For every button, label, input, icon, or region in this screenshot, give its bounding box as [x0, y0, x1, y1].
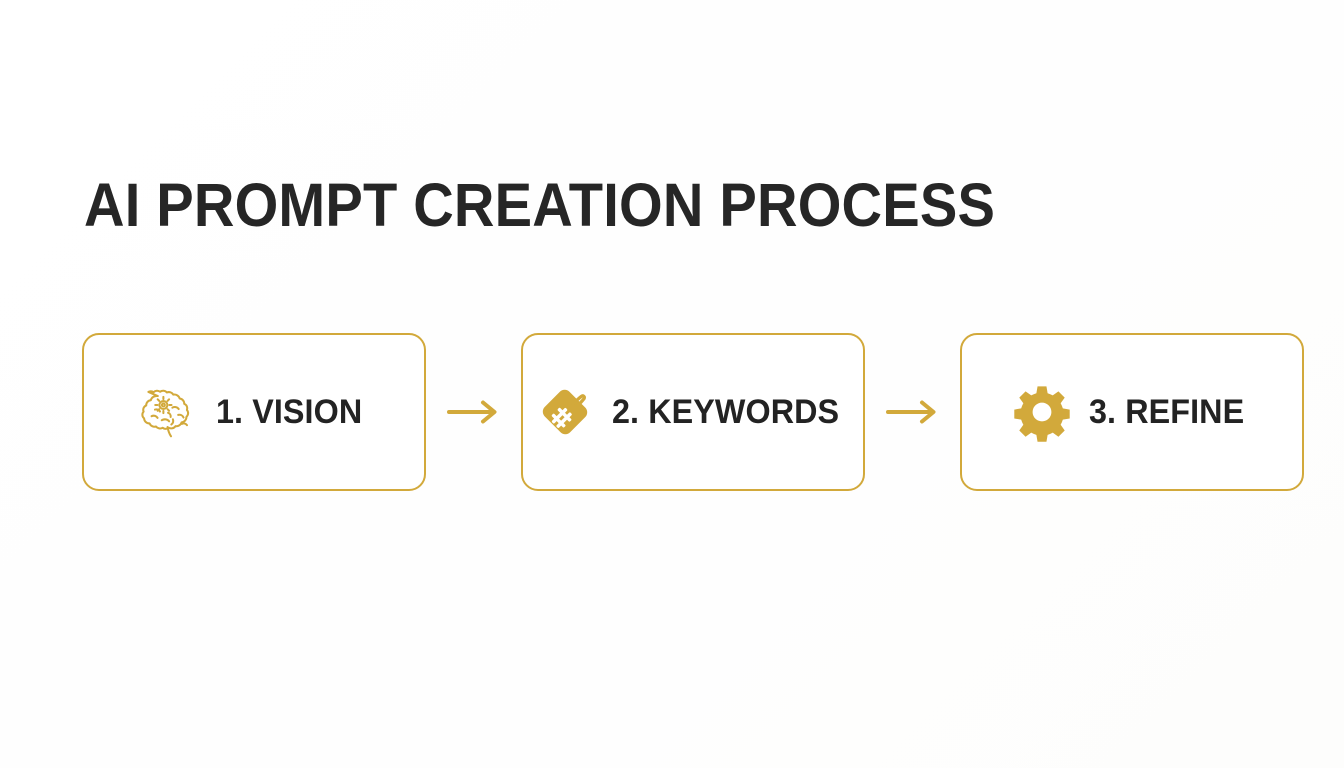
arrow-right-icon: [443, 392, 505, 432]
step-card-vision[interactable]: 1. VISION: [82, 333, 426, 491]
step-card-keywords[interactable]: 2. KEYWORDS: [521, 333, 865, 491]
process-flow: 1. VISION: [82, 333, 1304, 491]
step-label-vision: 1. VISION: [216, 392, 363, 431]
gear-icon: [1011, 381, 1073, 443]
arrow-right-icon: [882, 392, 944, 432]
page-title: AI PROMPT CREATION PROCESS: [84, 171, 996, 239]
step-label-refine: 3. REFINE: [1089, 392, 1245, 431]
step-card-refine[interactable]: 3. REFINE: [960, 333, 1304, 491]
step-label-keywords: 2. KEYWORDS: [612, 392, 840, 431]
price-tag-hashtag-icon: [534, 381, 596, 443]
brain-gear-icon: [138, 381, 200, 443]
